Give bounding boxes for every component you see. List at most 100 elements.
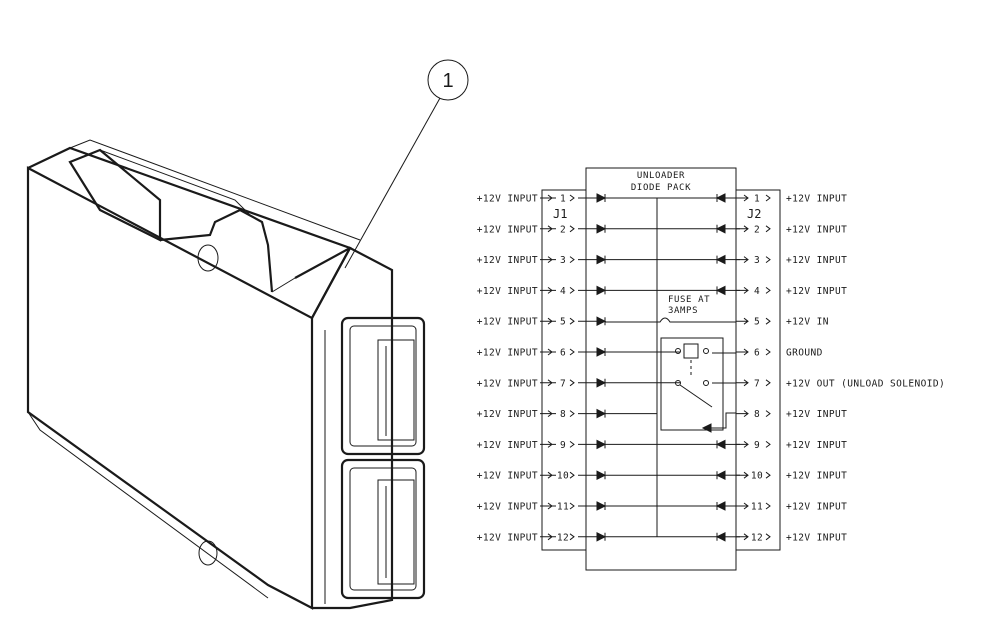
- j2-pin-number: 8: [754, 409, 760, 420]
- j1-pin-number: 3: [560, 255, 566, 266]
- j1-pin-label: +12V INPUT: [477, 286, 538, 297]
- j1-pin-chevron: [569, 317, 575, 325]
- j2-pin-arrow: [736, 225, 749, 233]
- j2-pin-chevron: [765, 256, 771, 263]
- j1-pin-arrow: [540, 441, 556, 448]
- j1-pin-chevron: [569, 194, 575, 202]
- j2-pin-label: +12V INPUT: [786, 471, 847, 482]
- j1-pin-number: 10: [557, 471, 569, 482]
- diode-left: [596, 193, 607, 203]
- j2-pin-arrow: [736, 502, 749, 510]
- j1-pin-arrow: [540, 194, 556, 202]
- diode-right: [715, 223, 726, 234]
- j2-pin-label: +12V OUT (UNLOAD SOLENOID): [786, 378, 945, 389]
- j2-pin-arrow: [736, 441, 749, 448]
- j1-pin-arrow: [540, 287, 556, 294]
- j2-pin-label: GROUND: [786, 348, 823, 359]
- j1-pin-label: +12V INPUT: [477, 532, 538, 543]
- j2-pin-chevron: [765, 225, 771, 233]
- j2-pin-arrow: [736, 471, 749, 479]
- diode-left: [596, 347, 607, 357]
- j1-pin-arrow: [540, 225, 556, 233]
- j2-pin-number: 3: [754, 255, 760, 266]
- j1-connector-label: J1: [553, 207, 567, 221]
- diode-left: [596, 377, 607, 388]
- diode-left: [596, 531, 607, 542]
- j2-pin-chevron: [765, 471, 771, 479]
- j2-connector-body: [735, 189, 781, 551]
- j2-pin-arrow: [736, 194, 749, 202]
- j1-pin-number: 4: [560, 286, 566, 297]
- j1-pin-label: +12V INPUT: [477, 440, 538, 451]
- j1-pin-chevron: [569, 379, 575, 387]
- diode-left: [596, 223, 607, 234]
- diode-left: [596, 408, 607, 419]
- j2-pin-chevron: [765, 317, 771, 325]
- j1-pin-chevron: [569, 441, 575, 448]
- j1-pin-label: +12V INPUT: [477, 224, 538, 235]
- j2-pin-chevron: [765, 410, 771, 417]
- wiring-schematic: UNLOADER DIODE PACK J1 J2 FUSE AT 3AMPS: [541, 167, 781, 571]
- j1-pin-number: 12: [557, 532, 569, 543]
- j2-pin-chevron: [765, 379, 771, 387]
- j1-pin-number: 6: [560, 348, 566, 359]
- diode-left: [596, 501, 607, 511]
- j2-pin-label: +12V INPUT: [786, 440, 847, 451]
- j2-pin-number: 9: [754, 440, 760, 451]
- j2-pin-chevron: [765, 502, 771, 510]
- j2-pin-label: +12V INPUT: [786, 532, 847, 543]
- j2-pin-label: +12V IN: [786, 317, 829, 328]
- j1-pin-number: 2: [560, 224, 566, 235]
- j2-pin-arrow: [736, 379, 749, 387]
- j1-pin-label: +12V INPUT: [477, 194, 538, 205]
- j1-pin-arrow: [540, 410, 556, 417]
- j1-pin-label: +12V INPUT: [477, 409, 538, 420]
- diode-left: [596, 316, 607, 327]
- j1-pin-chevron: [569, 287, 575, 294]
- diode-right: [715, 193, 726, 203]
- j1-pin-label: +12V INPUT: [477, 255, 538, 266]
- diode-right: [715, 439, 726, 450]
- j2-pin-number: 4: [754, 286, 760, 297]
- j2-pin-arrow: [736, 533, 749, 541]
- j1-pin-chevron: [569, 471, 575, 479]
- diode-right: [715, 501, 726, 511]
- j2-pin-number: 2: [754, 224, 760, 235]
- j1-pin-arrow: [540, 533, 556, 541]
- callout-leader-line: [344, 97, 441, 269]
- j1-pin-arrow: [540, 348, 556, 356]
- j2-connector-label: J2: [747, 207, 761, 221]
- j1-pin-number: 5: [560, 317, 566, 328]
- diode-left: [596, 285, 607, 296]
- diode-left: [596, 470, 607, 481]
- j2-pin-number: 5: [754, 317, 760, 328]
- j1-pin-number: 7: [560, 378, 566, 389]
- j2-pin-number: 12: [751, 532, 763, 543]
- fuse-symbol: [605, 317, 736, 323]
- j1-pin-number: 8: [560, 409, 566, 420]
- j1-pin-chevron: [569, 410, 575, 417]
- j2-pin-chevron: [765, 287, 771, 294]
- j2-pin-label: +12V INPUT: [786, 194, 847, 205]
- j2-pin-arrow: [736, 317, 749, 325]
- j2-pin-label: +12V INPUT: [786, 255, 847, 266]
- j1-pin-label: +12V INPUT: [477, 471, 538, 482]
- callout-number: 1: [442, 70, 453, 92]
- j2-pin-label: +12V INPUT: [786, 409, 847, 420]
- j1-pin-chevron: [569, 256, 575, 263]
- j1-pin-label: +12V INPUT: [477, 317, 538, 328]
- j1-pin-arrow: [540, 256, 556, 263]
- fuse-label-line1: FUSE AT: [668, 295, 710, 305]
- j2-pin-arrow: [736, 256, 749, 263]
- j2-pin-number: 11: [751, 502, 763, 513]
- j1-pin-number: 9: [560, 440, 566, 451]
- diode-right: [715, 285, 726, 296]
- diode-pack-title-line1: UNLOADER: [637, 171, 685, 181]
- diode-left: [596, 254, 607, 265]
- fuse-label-line2: 3AMPS: [668, 306, 698, 316]
- j1-pin-chevron: [569, 348, 575, 356]
- j2-pin-chevron: [765, 194, 771, 202]
- j2-pin-number: 1: [754, 194, 760, 205]
- j2-pin-label: +12V INPUT: [786, 286, 847, 297]
